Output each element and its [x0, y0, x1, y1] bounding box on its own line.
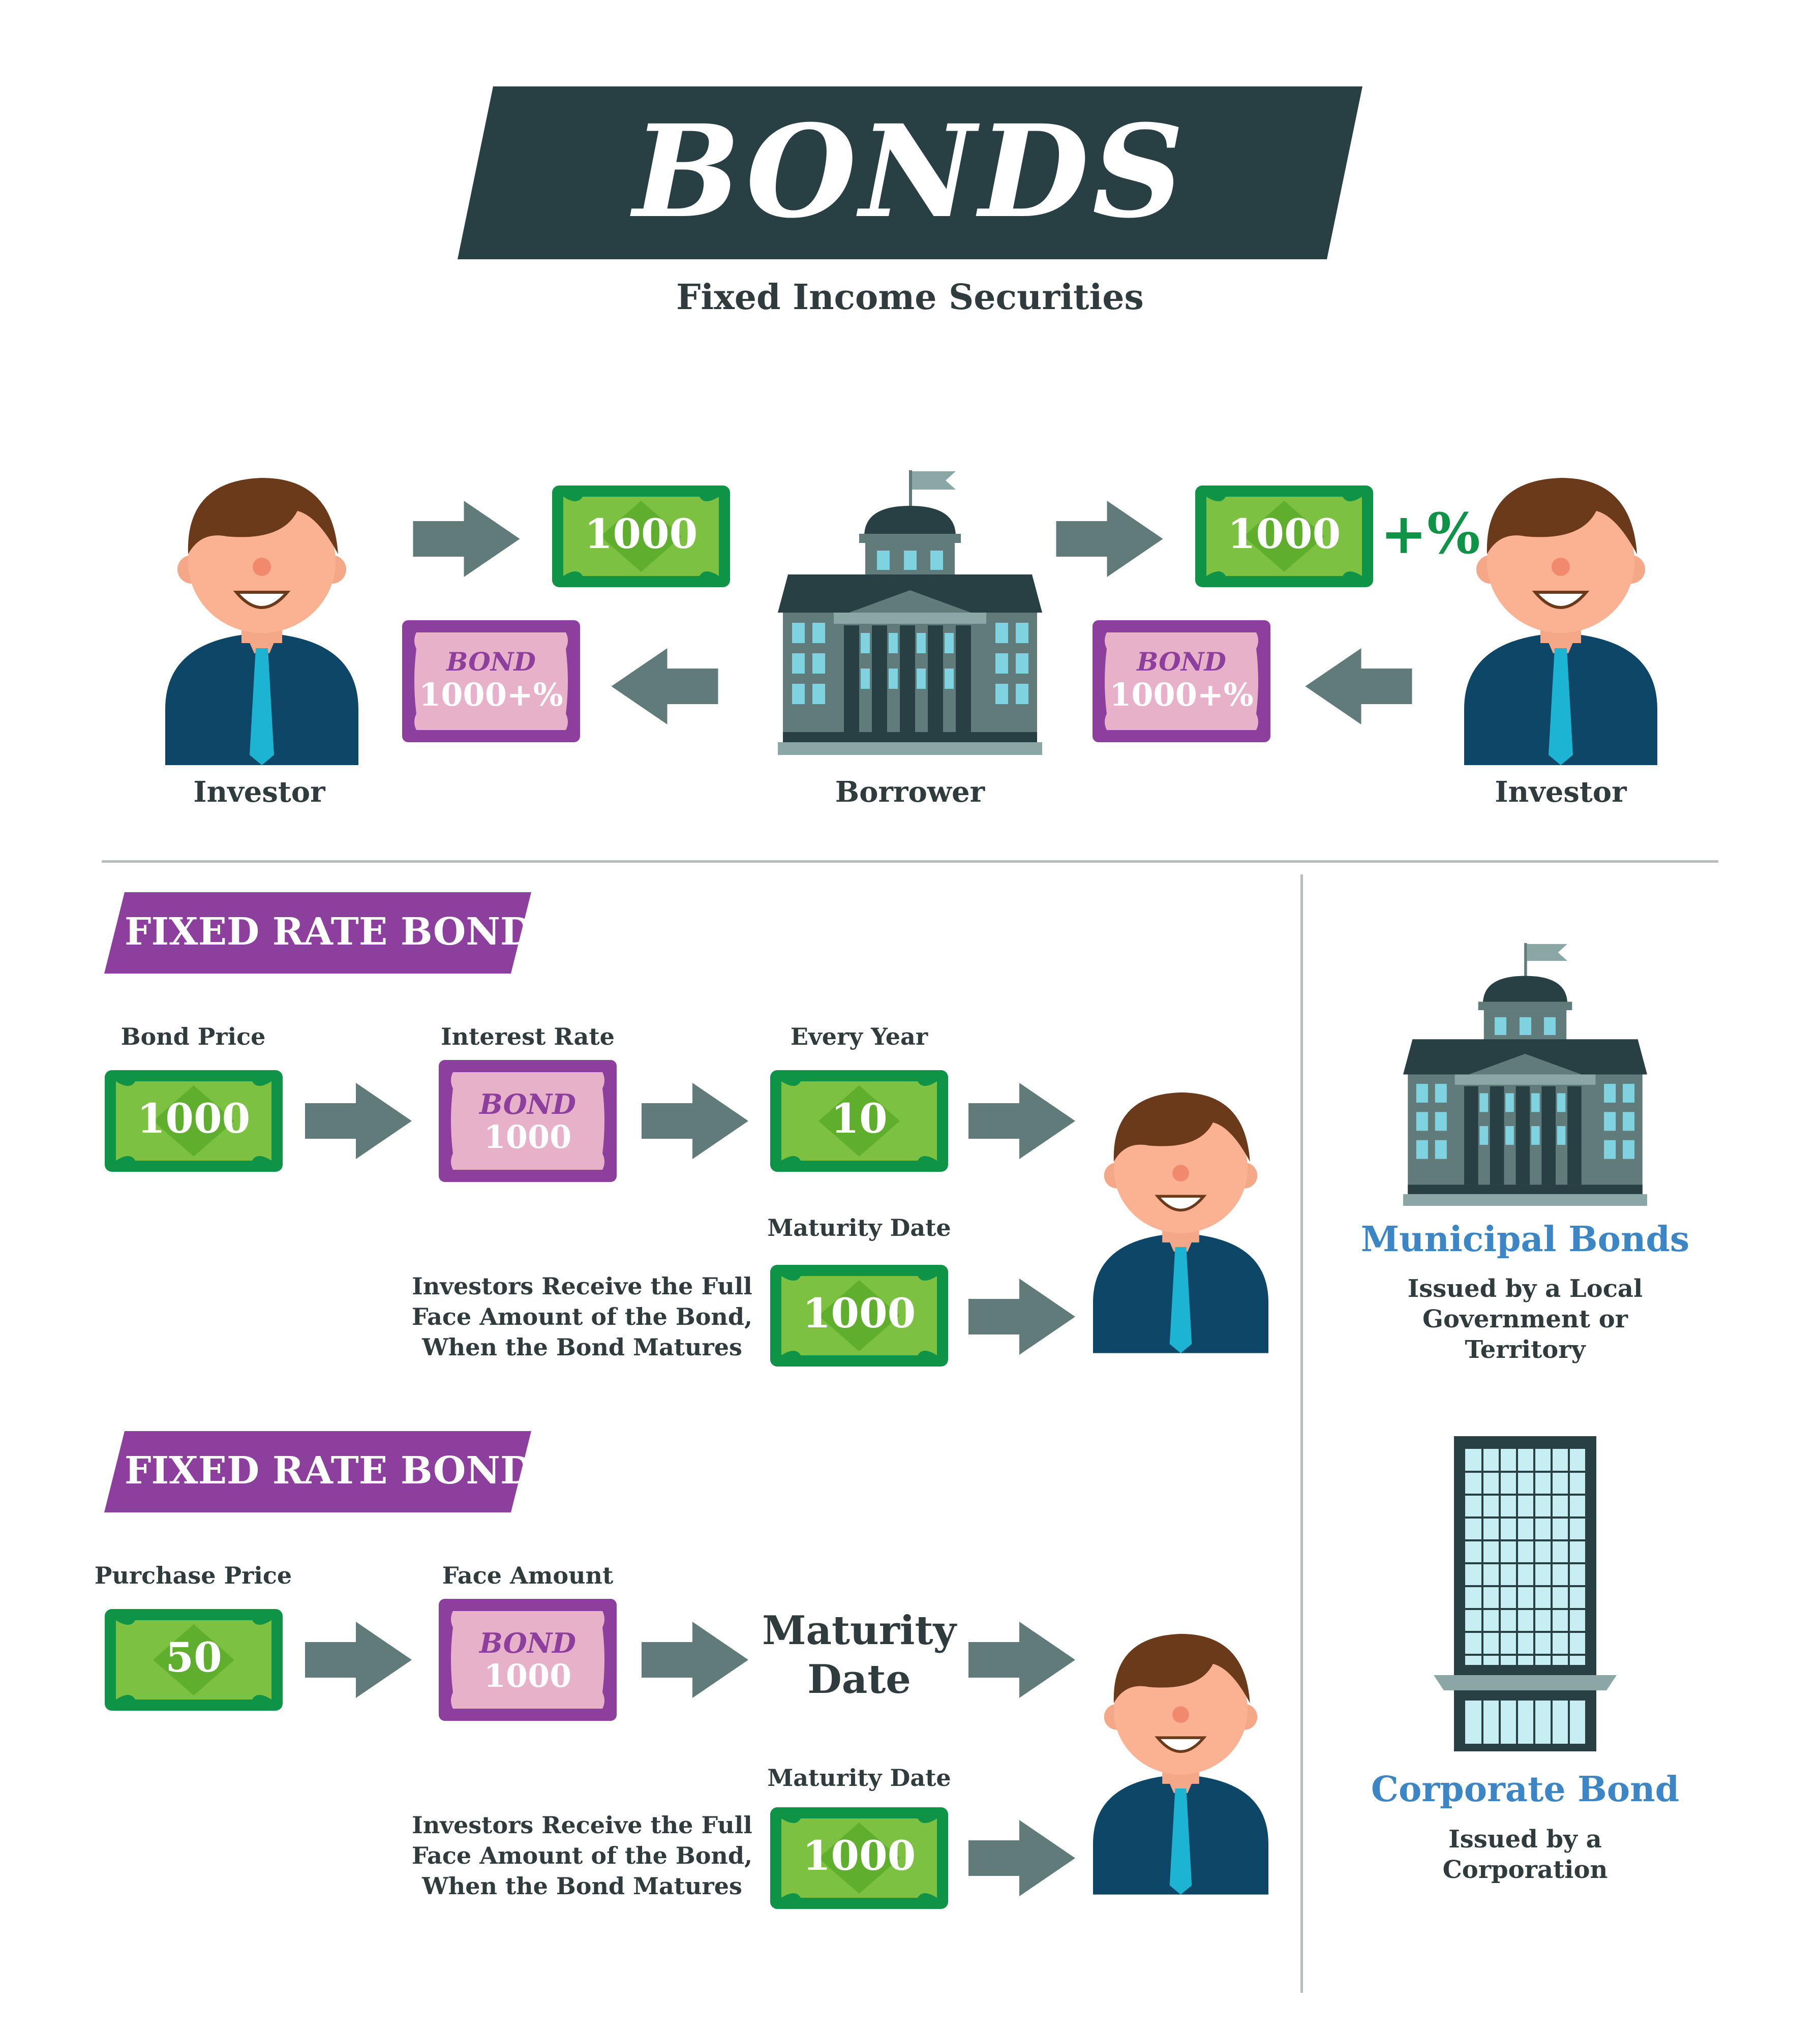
horizontal-divider [102, 860, 1718, 863]
arrow-left-icon [1294, 648, 1423, 724]
investor-avatar [1093, 1085, 1268, 1353]
investor-right-label: Investor [1495, 775, 1627, 809]
bill-amount: 10 [831, 1095, 888, 1142]
office-tower-icon [1434, 1436, 1617, 1751]
bill-amount: 1000 [1227, 510, 1341, 558]
arrow-right-icon [968, 1820, 1075, 1896]
government-building-icon [778, 470, 1042, 755]
bond-word: BOND [479, 1627, 576, 1659]
section-ribbon-label: FIXED RATE BOND [125, 910, 533, 954]
investor-left-label: Investor [193, 775, 325, 809]
arrow-right-icon [305, 1622, 412, 1698]
maturity-date-label: Maturity Date [767, 1214, 951, 1241]
arrow-right-icon [1045, 501, 1174, 577]
investor-left-avatar [165, 470, 358, 765]
municipal-bonds-description: Issued by a Local Government or Territor… [1407, 1275, 1643, 1364]
arrow-right-icon [642, 1622, 748, 1698]
bill-amount: 1000 [584, 510, 698, 558]
bond-value: 1000+% [1109, 676, 1254, 713]
bill-amount: 1000 [802, 1289, 916, 1337]
bond-value: 1000 [483, 1657, 572, 1694]
municipal-bonds-title: Municipal Bonds [1360, 1219, 1690, 1260]
maturity-date-label: Maturity Date [767, 1764, 951, 1792]
page-subtitle: Fixed Income Securities [676, 277, 1144, 318]
purchase-price-label: Purchase Price [94, 1562, 292, 1589]
page-title: BONDS [633, 97, 1187, 246]
bond-word: BOND [1137, 647, 1226, 677]
corporate-bond-title: Corporate Bond [1371, 1769, 1680, 1810]
vertical-divider [1300, 874, 1303, 1993]
bond-word: BOND [479, 1088, 576, 1120]
money-bill: 1000 [104, 1070, 283, 1172]
maturity-date-heading: Maturity Date [762, 1607, 956, 1703]
money-bill: 1000 [770, 1265, 949, 1367]
maturity-note: Investors Receive the Full Face Amount o… [411, 1811, 753, 1900]
arrow-right-icon [968, 1622, 1075, 1698]
arrow-right-icon [305, 1083, 412, 1159]
arrow-right-icon [968, 1083, 1075, 1159]
money-bill: 1000 [1195, 486, 1374, 587]
money-bill: 50 [104, 1609, 283, 1711]
plus-percent-label: +% [1380, 501, 1480, 566]
bill-amount: 1000 [137, 1095, 251, 1142]
arrow-right-icon [402, 501, 531, 577]
section-ribbon [104, 1431, 531, 1512]
bill-amount: 1000 [802, 1832, 916, 1879]
bond-value: 1000+% [419, 676, 563, 713]
investor-avatar [1093, 1627, 1268, 1895]
title-banner [458, 86, 1362, 259]
municipal-building-icon [1403, 943, 1647, 1206]
bond-value: 1000 [483, 1118, 572, 1156]
money-bill: 1000 [552, 486, 731, 587]
maturity-note: Investors Receive the Full Face Amount o… [411, 1272, 753, 1361]
arrow-left-icon [600, 648, 730, 724]
face-amount-label: Face Amount [442, 1562, 614, 1589]
bond-certificate: BOND 1000 [438, 1060, 617, 1182]
bond-word: BOND [446, 647, 536, 677]
corporate-bond-description: Issued by a Corporation [1442, 1825, 1608, 1884]
bond-certificate: BOND 1000+% [1092, 620, 1271, 742]
section-ribbon-label: FIXED RATE BOND [125, 1449, 533, 1493]
arrow-right-icon [642, 1083, 748, 1159]
money-bill: 1000 [770, 1807, 949, 1909]
bond-price-label: Bond Price [120, 1023, 266, 1050]
bond-certificate: BOND 1000 [438, 1599, 617, 1721]
money-bill: 10 [770, 1070, 949, 1172]
investor-right-avatar [1464, 470, 1657, 765]
bond-certificate: BOND 1000+% [402, 620, 581, 742]
borrower-label: Borrower [835, 775, 985, 809]
bill-amount: 50 [165, 1633, 222, 1681]
every-year-label: Every Year [790, 1023, 928, 1050]
section-ribbon [104, 892, 531, 974]
arrow-right-icon [968, 1279, 1075, 1355]
interest-rate-label: Interest Rate [441, 1023, 615, 1050]
